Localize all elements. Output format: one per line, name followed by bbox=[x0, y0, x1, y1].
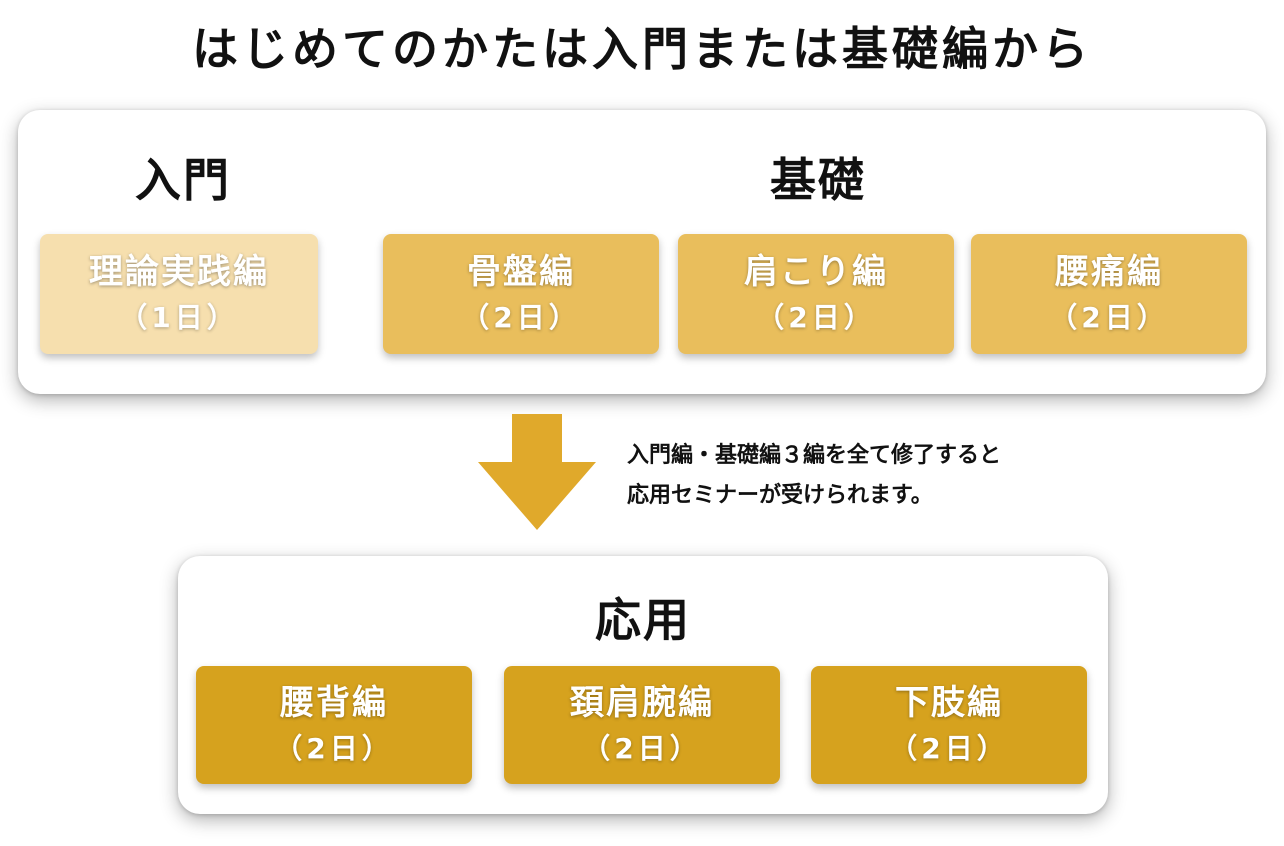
applied-panel: 応用 腰背編 （2日） 頚肩腕編 （2日） 下肢編 （2日） bbox=[178, 556, 1108, 814]
card-title: 理論実践編 bbox=[89, 252, 269, 292]
intro-heading: 入門 bbox=[135, 153, 231, 207]
card-days: （2日） bbox=[274, 732, 394, 765]
applied-card-lower-limb[interactable]: 下肢編 （2日） bbox=[811, 666, 1087, 784]
basic-heading: 基礎 bbox=[770, 153, 866, 207]
card-title: 腰背編 bbox=[280, 683, 388, 723]
page-title: はじめてのかたは入門または基礎編から bbox=[192, 22, 1092, 76]
card-days: （1日） bbox=[119, 301, 239, 334]
card-title: 腰痛編 bbox=[1055, 252, 1163, 292]
basic-card-pelvis[interactable]: 骨盤編 （2日） bbox=[383, 234, 659, 354]
completion-note: 入門編・基礎編３編を全て修了すると 応用セミナーが受けられます。 bbox=[627, 436, 1001, 516]
card-title: 下肢編 bbox=[895, 683, 1003, 723]
intro-card-theory-practice[interactable]: 理論実践編 （1日） bbox=[40, 234, 318, 354]
arrow-shape bbox=[478, 414, 596, 530]
down-arrow-icon bbox=[478, 414, 596, 530]
card-title: 肩こり編 bbox=[744, 252, 888, 292]
note-line-2: 応用セミナーが受けられます。 bbox=[627, 483, 933, 508]
card-title: 頚肩腕編 bbox=[570, 683, 714, 723]
card-days: （2日） bbox=[1049, 301, 1169, 334]
applied-heading: 応用 bbox=[595, 593, 691, 647]
card-days: （2日） bbox=[756, 301, 876, 334]
note-line-1: 入門編・基礎編３編を全て修了すると bbox=[627, 443, 1002, 468]
basic-card-lower-back[interactable]: 腰痛編 （2日） bbox=[971, 234, 1247, 354]
card-days: （2日） bbox=[889, 732, 1009, 765]
card-title: 骨盤編 bbox=[467, 252, 575, 292]
basic-card-shoulder[interactable]: 肩こり編 （2日） bbox=[678, 234, 954, 354]
applied-card-neck-shoulder-arm[interactable]: 頚肩腕編 （2日） bbox=[504, 666, 780, 784]
card-days: （2日） bbox=[582, 732, 702, 765]
applied-card-back[interactable]: 腰背編 （2日） bbox=[196, 666, 472, 784]
card-days: （2日） bbox=[461, 301, 581, 334]
intro-basic-panel: 入門 基礎 理論実践編 （1日） 骨盤編 （2日） 肩こり編 （2日） 腰痛編 … bbox=[18, 110, 1266, 394]
